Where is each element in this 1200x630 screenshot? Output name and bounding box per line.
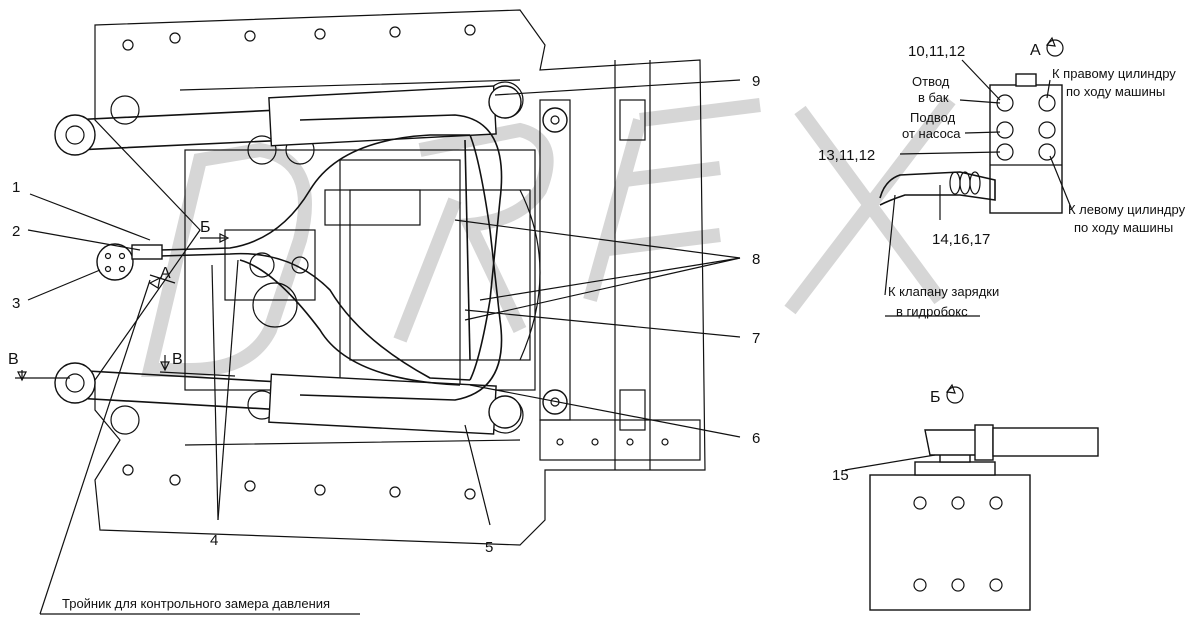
view-b-title: Б <box>930 389 941 406</box>
label-drain-2: в бак <box>918 90 949 105</box>
marker-b-left: Б <box>200 219 211 236</box>
view-b-fitting <box>844 383 1099 611</box>
watermark-logo <box>141 95 956 377</box>
view-a-valve-block <box>879 36 1073 317</box>
callout-leaders <box>27 79 741 615</box>
callout-15: 15 <box>832 467 849 484</box>
callout-13-11-12: 13,11,12 <box>818 147 875 164</box>
section-markers <box>15 233 236 382</box>
callout-3: 3 <box>12 295 20 312</box>
marker-v-right: В <box>172 351 183 368</box>
label-tee-pressure: Тройник для контрольного замера давления <box>62 596 330 611</box>
upper-cylinder <box>54 85 522 156</box>
callout-numbers: 1 2 3 4 5 6 7 8 9 10,11,12 13,11,12 14,1… <box>12 43 990 556</box>
label-supply-2: от насоса <box>902 126 961 141</box>
label-supply-1: Подвод <box>910 110 956 125</box>
label-drain-1: Отвод <box>912 74 950 89</box>
callout-1: 1 <box>12 179 20 196</box>
marker-a-left: А <box>160 265 171 282</box>
belt-assembly <box>539 99 571 421</box>
callout-8: 8 <box>752 251 760 268</box>
label-charge-valve-2: в гидробокс <box>896 304 968 319</box>
callout-5: 5 <box>485 539 493 556</box>
view-markers: А Б В В А Б <box>8 42 1041 406</box>
callout-6: 6 <box>752 430 760 447</box>
label-right-cyl-1: К правому цилиндру <box>1052 66 1176 81</box>
callout-4: 4 <box>210 532 218 549</box>
hydraulic-hoses <box>159 114 503 401</box>
callout-14-16-17: 14,16,17 <box>932 231 990 248</box>
label-right-cyl-2: по ходу машины <box>1066 84 1165 99</box>
lower-cylinder <box>54 362 522 435</box>
callout-9: 9 <box>752 73 760 90</box>
text-labels: Отвод в бак Подвод от насоса К правому ц… <box>62 66 1186 611</box>
callout-7: 7 <box>752 330 760 347</box>
label-left-cyl-2: по ходу машины <box>1074 220 1173 235</box>
label-left-cyl-1: К левому цилиндру <box>1068 202 1186 217</box>
marker-v-left: В <box>8 351 19 368</box>
view-a-title: А <box>1030 42 1041 59</box>
pressure-tee-fitting <box>96 243 163 281</box>
callout-10-11-12: 10,11,12 <box>908 43 965 60</box>
callout-2: 2 <box>12 223 20 240</box>
label-charge-valve-1: К клапану зарядки <box>888 284 999 299</box>
